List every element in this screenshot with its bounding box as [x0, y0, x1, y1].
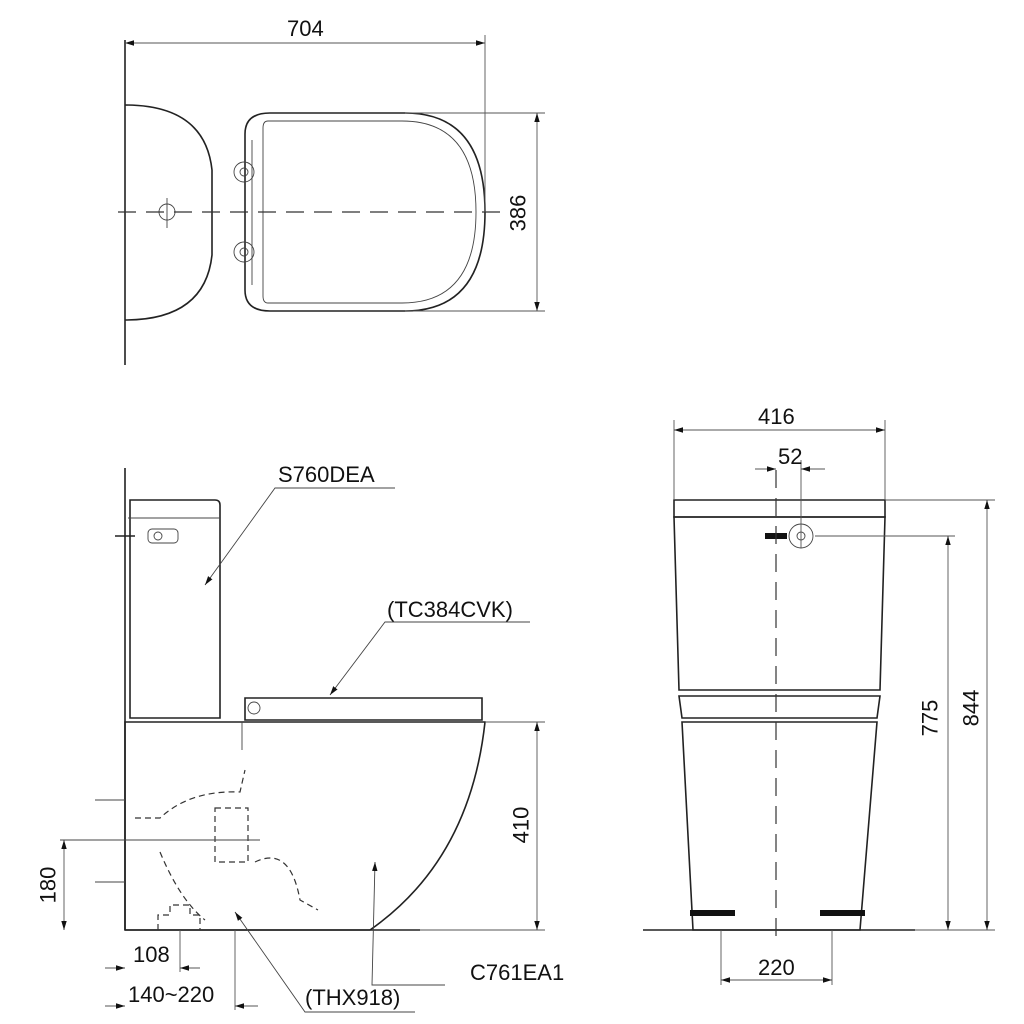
dim-844: 844 — [958, 689, 984, 727]
label-tank-model: S760DEA — [278, 462, 375, 487]
label-bowl-model: C761EA1 — [470, 960, 565, 985]
dim-108: 108 — [133, 942, 170, 967]
front-view — [643, 420, 995, 985]
dim-180: 180 — [35, 866, 61, 904]
top-view — [118, 35, 545, 365]
dim-220: 220 — [758, 955, 795, 980]
dim-386: 386 — [505, 194, 531, 232]
dim-rough-in: 140~220 — [128, 982, 215, 1007]
dim-52: 52 — [778, 444, 803, 469]
dim-775: 775 — [917, 699, 943, 737]
label-fitting-model: (THX918) — [305, 985, 401, 1010]
side-view — [60, 468, 545, 1013]
dim-410: 410 — [508, 806, 534, 844]
dim-704: 704 — [287, 16, 324, 41]
label-seat-model: (TC384CVK) — [387, 597, 513, 622]
dim-416: 416 — [758, 404, 795, 429]
